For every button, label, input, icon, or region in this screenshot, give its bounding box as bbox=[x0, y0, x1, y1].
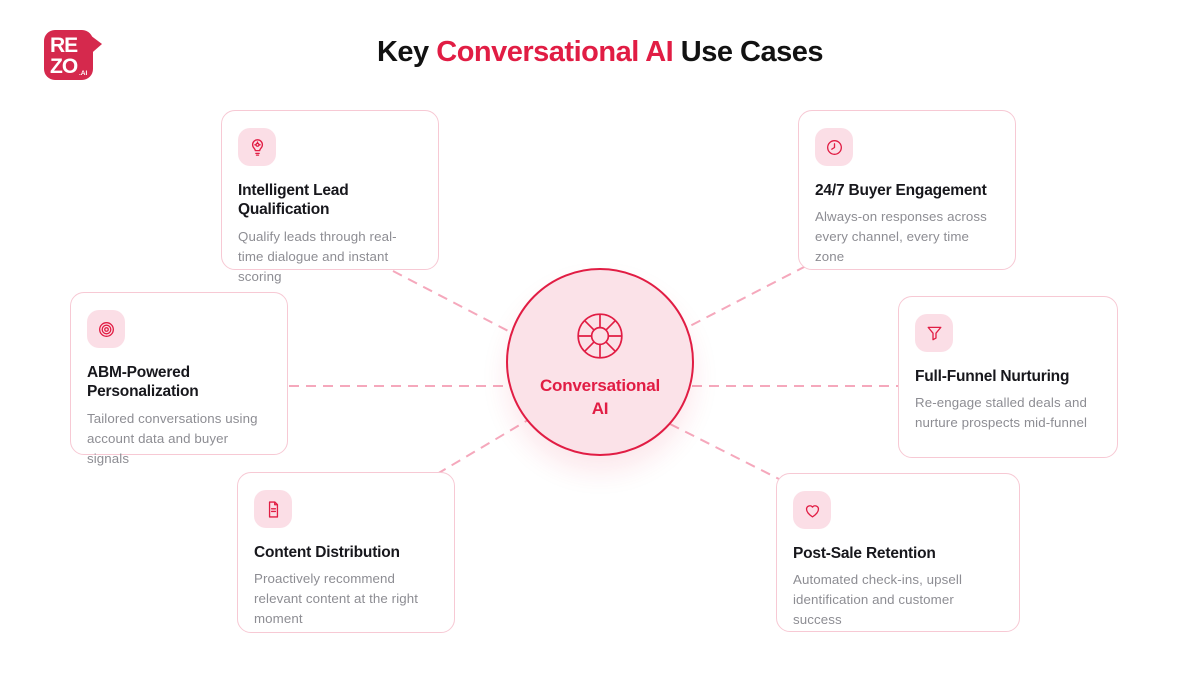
card-title: ABM-Powered Personalization bbox=[87, 364, 199, 401]
card-description: Always-on responses across every channel… bbox=[815, 209, 987, 265]
connector-bottom-left bbox=[436, 419, 529, 475]
icon-tile bbox=[254, 490, 292, 528]
card-intelligent-lead-qualification: Intelligent Lead Qualification Qualify l… bbox=[221, 110, 439, 284]
icon-tile bbox=[815, 128, 853, 166]
logo-text-line1: RE bbox=[50, 34, 78, 57]
lightbulb-icon bbox=[251, 138, 263, 156]
document-icon bbox=[268, 500, 278, 518]
connector-top-left bbox=[392, 270, 515, 335]
card-abm-personalization: ABM-Powered Personalization Tailored con… bbox=[70, 292, 288, 466]
rezo-logo: RE ZO .AI bbox=[44, 30, 102, 80]
card-title: Full-Funnel Nurturing bbox=[915, 368, 1070, 385]
card-buyer-engagement: 24/7 Buyer Engagement Always-on response… bbox=[798, 110, 1016, 270]
connector-bottom-right bbox=[669, 423, 780, 480]
card-title: 24/7 Buyer Engagement bbox=[815, 182, 987, 199]
card-description: Proactively recommend relevant content a… bbox=[254, 571, 419, 627]
logo-text-line2: ZO bbox=[50, 55, 78, 78]
wheel-icon bbox=[577, 313, 623, 359]
funnel-icon bbox=[927, 326, 941, 340]
heart-icon bbox=[805, 504, 819, 518]
center-node-conversational-ai: Conversational AI bbox=[506, 268, 694, 456]
icon-tile bbox=[915, 314, 953, 352]
card-title: Post-Sale Retention bbox=[793, 545, 936, 562]
card-description: Tailored conversations using account dat… bbox=[87, 410, 258, 466]
card-post-sale-retention: Post-Sale Retention Automated check-ins,… bbox=[776, 473, 1020, 632]
page-title: Key Conversational AI Use Cases bbox=[0, 36, 1200, 69]
page-title-part1: Key bbox=[376, 36, 437, 68]
center-label-line2: AI bbox=[591, 398, 609, 418]
page-title-part3: Use Cases bbox=[673, 36, 824, 68]
logo-bubble bbox=[44, 30, 93, 80]
center-label-line1: Conversational bbox=[539, 376, 660, 395]
icon-tile bbox=[238, 128, 276, 166]
clock-icon bbox=[826, 139, 842, 155]
card-content-distribution: Content Distribution Proactively recomme… bbox=[237, 472, 455, 633]
icon-tile bbox=[87, 310, 125, 348]
target-icon bbox=[98, 321, 114, 337]
center-label: Conversational AI bbox=[540, 375, 660, 421]
logo-text-suffix: .AI bbox=[79, 70, 88, 77]
icon-tile bbox=[793, 491, 831, 529]
connector-top-right bbox=[685, 265, 807, 329]
card-description: Qualify leads through real-time dialogue… bbox=[238, 228, 397, 284]
card-title: Content Distribution bbox=[254, 544, 400, 561]
card-full-funnel-nurturing: Full-Funnel Nurturing Re-engage stalled … bbox=[898, 296, 1118, 458]
page-title-accent: Conversational AI bbox=[436, 36, 674, 68]
card-description: Re-engage stalled deals and nurture pros… bbox=[915, 395, 1088, 431]
card-title: Intelligent Lead Qualification bbox=[238, 182, 349, 219]
card-description: Automated check-ins, upsell identificati… bbox=[793, 572, 962, 628]
